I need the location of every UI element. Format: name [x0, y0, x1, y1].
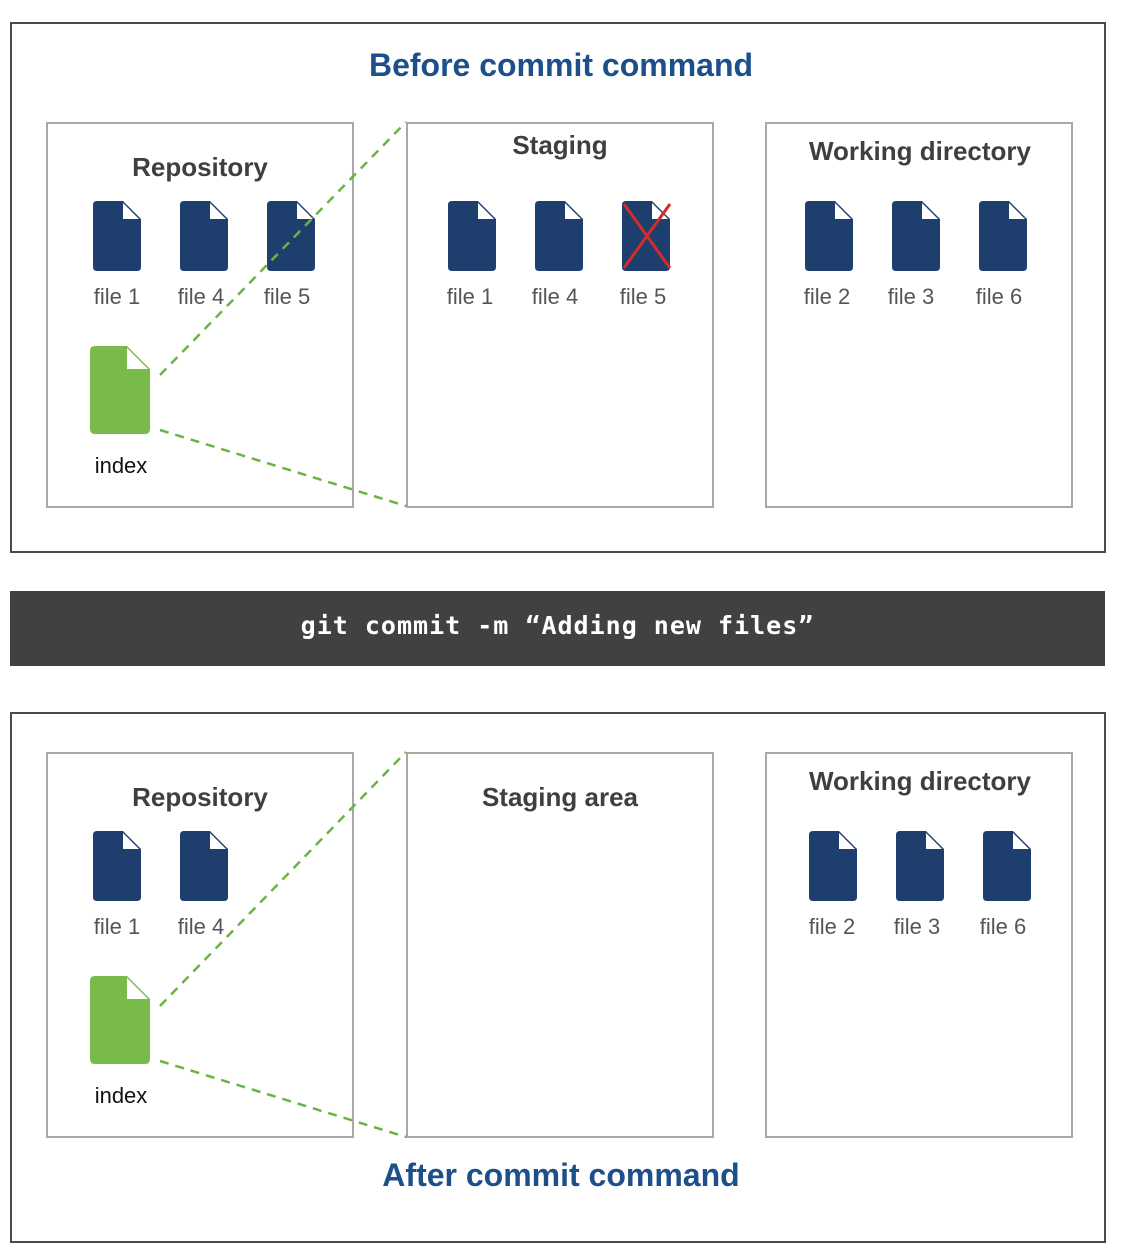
file-icon — [809, 831, 857, 901]
file-label: file 6 — [975, 284, 1023, 309]
file-label: file 1 — [93, 914, 141, 939]
before-working-title: Working directory — [808, 136, 1031, 166]
file-label: file 4 — [531, 284, 579, 309]
file-icon — [805, 201, 853, 271]
file-icon — [896, 831, 944, 901]
index-label: index — [94, 1083, 148, 1108]
after-working-title: Working directory — [808, 766, 1031, 796]
file-label: file 4 — [177, 914, 225, 939]
red-x-icon — [622, 203, 672, 269]
file-icon — [535, 201, 583, 271]
file-icon — [93, 831, 141, 901]
file-icon — [983, 831, 1031, 901]
file-icon — [93, 201, 141, 271]
before-staging-title: Staging — [512, 130, 608, 160]
after-repository-title: Repository — [132, 782, 268, 812]
file-label: file 5 — [619, 284, 667, 309]
file-label: file 4 — [177, 284, 225, 309]
file-label: file 6 — [979, 914, 1027, 939]
before-working-panel — [765, 122, 1073, 508]
file-icon — [267, 201, 315, 271]
after-working-panel — [765, 752, 1073, 1138]
after-staging-panel — [406, 752, 714, 1138]
command-bar: git commit -m “Adding new files” — [10, 591, 1105, 666]
file-label: file 1 — [446, 284, 494, 309]
index-file-icon — [90, 346, 150, 434]
file-label: file 3 — [887, 284, 935, 309]
file-label: file 2 — [803, 284, 851, 309]
git-command-text: git commit -m “Adding new files” — [300, 611, 815, 640]
file-icon — [180, 201, 228, 271]
file-icon — [892, 201, 940, 271]
before-staging-panel — [406, 122, 714, 508]
file-label: file 3 — [893, 914, 941, 939]
file-icon — [979, 201, 1027, 271]
index-label: index — [94, 453, 148, 478]
file-label: file 2 — [808, 914, 856, 939]
file-label: file 5 — [263, 284, 311, 309]
before-section-title: Before commit command — [368, 47, 754, 83]
before-repository-title: Repository — [132, 152, 268, 182]
file-icon — [180, 831, 228, 901]
after-staging-title: Staging area — [481, 782, 639, 812]
file-label: file 1 — [93, 284, 141, 309]
index-file-icon — [90, 976, 150, 1064]
after-section-title: After commit command — [382, 1157, 740, 1193]
file-icon — [448, 201, 496, 271]
